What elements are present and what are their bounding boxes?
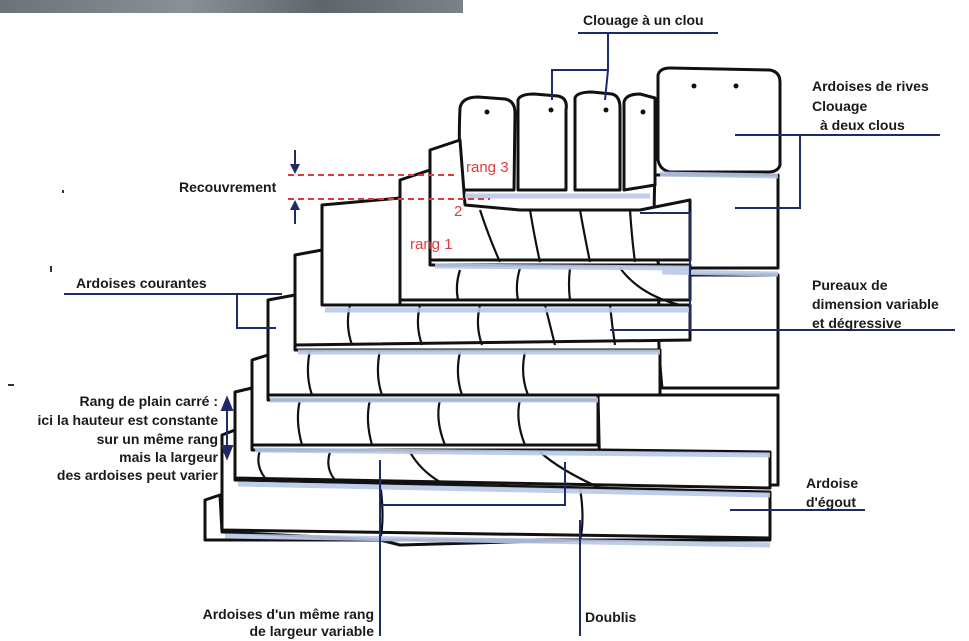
stray-marks bbox=[8, 190, 64, 386]
label-pureaux-dimension: dimension variable bbox=[812, 296, 939, 313]
label-plain-carre-title: Rang de plain carré : bbox=[8, 393, 218, 410]
slate-row-c bbox=[322, 198, 400, 310]
label-doublis: Doublis bbox=[585, 609, 636, 626]
slate-tiles bbox=[205, 68, 780, 545]
slate-top-4 bbox=[624, 94, 655, 190]
label-ardoises-rives: Ardoises de rives bbox=[812, 78, 929, 95]
slate-top-3 bbox=[575, 92, 620, 190]
label-ardoise-egout: Ardoise bbox=[806, 475, 858, 492]
nail-icon bbox=[734, 84, 739, 89]
nail-icon bbox=[604, 108, 609, 113]
slate-top-2 bbox=[518, 94, 566, 190]
label-pureaux: Pureaux de bbox=[812, 277, 887, 294]
label-pureaux-degressive: et dégressive bbox=[812, 315, 902, 332]
label-meme-rang-line2: de largeur variable bbox=[150, 623, 374, 640]
label-ardoise-egout-line2: d'égout bbox=[806, 494, 856, 511]
label-ardoises-rives-clouage: Clouage bbox=[812, 98, 867, 115]
nail-icon bbox=[692, 84, 697, 89]
nail-icon bbox=[549, 108, 554, 113]
nail-icon bbox=[641, 110, 646, 115]
label-recouvrement: Recouvrement bbox=[179, 179, 276, 196]
label-plain-carre-line3: sur un même rang bbox=[8, 431, 218, 448]
nail-icon bbox=[485, 110, 490, 115]
label-rang-3: rang 3 bbox=[466, 159, 509, 176]
label-ardoises-rives-deux-clous: à deux clous bbox=[820, 117, 905, 134]
slate-rive-top bbox=[658, 68, 780, 172]
label-clouage-un-clou: Clouage à un clou bbox=[583, 12, 704, 29]
label-rang-2: 2 bbox=[454, 203, 462, 220]
height-arrow bbox=[222, 398, 232, 458]
label-plain-carre-line5: des ardoises peut varier bbox=[8, 467, 218, 484]
label-ardoises-courantes: Ardoises courantes bbox=[76, 275, 207, 292]
label-plain-carre-line2: ici la hauteur est constante bbox=[8, 412, 218, 429]
label-meme-rang: Ardoises d'un même rang bbox=[150, 606, 374, 623]
label-plain-carre-line4: mais la largeur bbox=[8, 449, 218, 466]
label-rang-1: rang 1 bbox=[410, 236, 453, 253]
